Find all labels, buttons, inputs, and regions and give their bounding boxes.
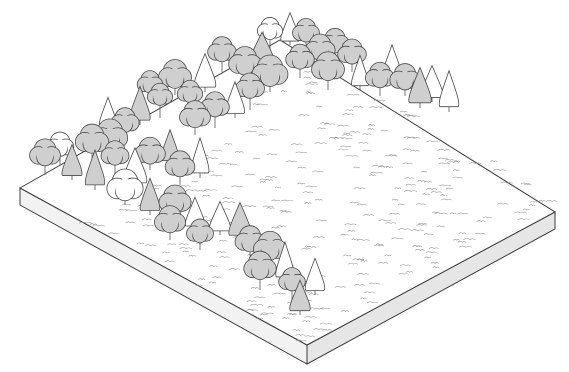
grass-tuft-icon — [490, 161, 497, 162]
grass-tuft-icon — [400, 111, 407, 112]
slab-top-face — [20, 40, 555, 345]
grass-tuft-icon — [494, 169, 506, 170]
grass-tuft-icon — [407, 116, 419, 117]
grass-tuft-icon — [546, 200, 557, 201]
grass-tuft-icon — [524, 184, 531, 185]
grass-tuft-icon — [539, 200, 545, 201]
conifer-tree-icon — [439, 71, 459, 112]
grass-tuft-icon — [521, 183, 529, 184]
